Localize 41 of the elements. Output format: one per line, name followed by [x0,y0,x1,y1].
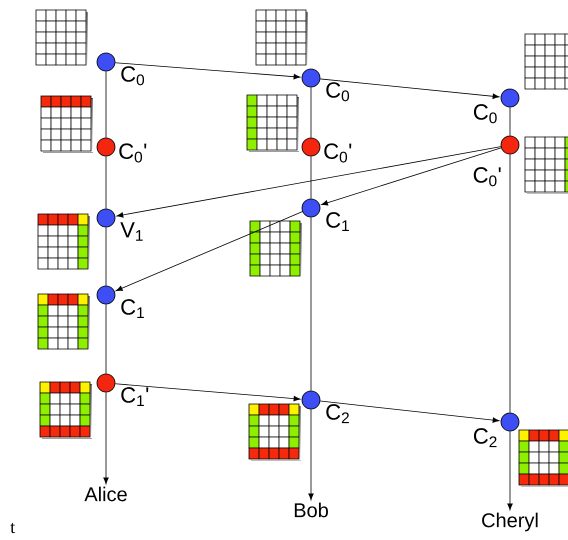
event-label: C$_{1}$' [121,387,148,406]
timeline [310,156,312,199]
name-label: Bob [294,502,328,518]
event-dot [302,138,320,156]
event-dot [500,88,520,108]
event-label: C$_{0}$' [324,143,352,163]
event-dot [500,136,520,154]
event-label: C$_{1}$ [121,299,144,318]
timeline [308,409,314,500]
event-dot [302,198,320,218]
event-dot [302,390,320,410]
event-dot [96,208,116,228]
event-label: C$_{1}$ [326,212,349,231]
event-label: C$_{0}$' [474,167,501,186]
message-arrow [320,400,500,423]
event-label: C$_{0}$ [474,104,497,124]
event-dot [302,68,320,88]
timeline [310,217,312,391]
event-label: C$_{0}$ [121,66,144,86]
event-label: V$_{1}$ [120,222,143,241]
message-arrow [116,146,502,218]
event-dot [96,138,116,156]
event-label: C$_{2}$ [474,428,497,448]
message-arrow [321,147,502,206]
event-label: C$_{0}$ [326,82,350,102]
name-label: Alice [84,486,127,502]
timeline [103,392,109,484]
timeline [507,431,513,510]
message-arrow [116,211,303,292]
event-label: C$_{2}$ [326,404,349,424]
time-label: t [10,522,16,534]
event-label: C$_{0}$' [119,143,146,163]
event-dot [500,412,520,432]
message-arrow [114,62,300,80]
message-arrow [320,78,500,99]
event-dot [96,52,116,72]
event-dot [96,286,116,304]
message-arrow [114,383,300,402]
timeline [310,87,312,138]
name-label: Cheryl [482,512,538,532]
event-dot [96,374,116,392]
